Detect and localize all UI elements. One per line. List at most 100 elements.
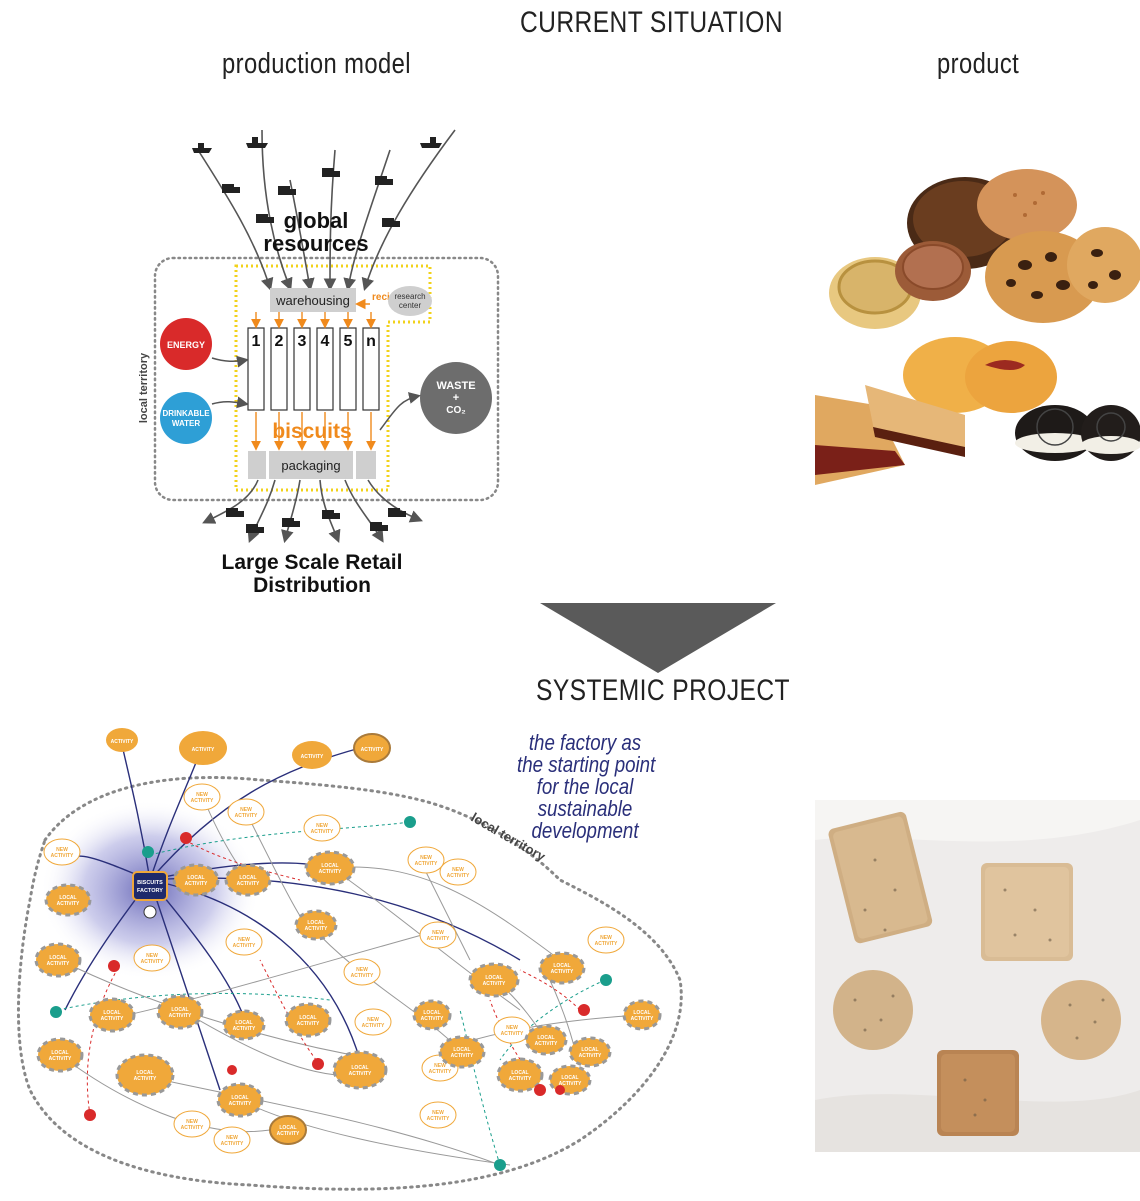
line-2-label: 2 (275, 333, 284, 350)
svg-text:LOCAL: LOCAL (299, 1015, 316, 1021)
network-connections (57, 744, 641, 1166)
drinkable-water-line1: DRINKABLE (162, 409, 210, 418)
svg-text:LOCAL: LOCAL (485, 975, 502, 981)
production-lines: 1 2 3 4 5 n (247, 312, 380, 451)
svg-text:NEW: NEW (420, 855, 432, 861)
svg-text:LOCAL: LOCAL (279, 1125, 296, 1131)
factory-label-line1: BISCUITS (137, 880, 163, 886)
research-center-line2: center (399, 301, 422, 310)
line-3-label: 3 (298, 333, 307, 350)
svg-text:ACTIVITY: ACTIVITY (185, 881, 208, 887)
svg-text:ACTIVITY: ACTIVITY (319, 869, 342, 875)
local-territory-label: local territory (138, 352, 150, 423)
svg-text:ACTIVITY: ACTIVITY (49, 1056, 72, 1062)
activity-node: ACTIVITY (353, 733, 391, 763)
svg-text:NEW: NEW (432, 1110, 444, 1116)
svg-text:NEW: NEW (240, 807, 252, 813)
research-center-node (388, 286, 432, 316)
svg-text:ACTIVITY: ACTIVITY (483, 981, 506, 987)
svg-text:LOCAL: LOCAL (511, 1070, 528, 1076)
resource-markers (50, 816, 612, 1171)
svg-text:ACTIVITY: ACTIVITY (192, 747, 215, 753)
drinkable-water-line2: WATER (172, 419, 201, 428)
svg-text:LOCAL: LOCAL (553, 963, 570, 969)
global-resources-line1: global (284, 208, 349, 233)
svg-text:LOCAL: LOCAL (537, 1035, 554, 1041)
line-1-label: 1 (252, 333, 261, 350)
svg-text:ACTIVITY: ACTIVITY (141, 959, 164, 965)
external-activities: ACTIVITY ACTIVITY ACTIVITY ACTIVITY (106, 728, 391, 769)
energy-label: ENERGY (167, 340, 205, 350)
svg-text:ACTIVITY: ACTIVITY (311, 829, 334, 835)
svg-text:LOCAL: LOCAL (633, 1010, 650, 1016)
outgoing-truck-icons (226, 508, 406, 533)
biscuits-label: biscuits (272, 420, 351, 443)
svg-text:ACTIVITY: ACTIVITY (501, 1031, 524, 1037)
svg-text:ACTIVITY: ACTIVITY (277, 1131, 300, 1137)
distribution-line2: Distribution (253, 574, 371, 597)
transition-arrow-icon (540, 603, 776, 673)
transport-icons (192, 137, 442, 227)
svg-text:NEW: NEW (432, 930, 444, 936)
svg-text:LOCAL: LOCAL (239, 875, 256, 881)
recipe-label: recipe (372, 292, 402, 303)
svg-text:ACTIVITY: ACTIVITY (169, 1013, 192, 1019)
svg-text:NEW: NEW (367, 1017, 379, 1023)
svg-text:NEW: NEW (146, 953, 158, 959)
svg-text:ACTIVITY: ACTIVITY (301, 754, 324, 760)
svg-text:ACTIVITY: ACTIVITY (551, 969, 574, 975)
svg-text:ACTIVITY: ACTIVITY (181, 1125, 204, 1131)
svg-text:LOCAL: LOCAL (235, 1020, 252, 1026)
svg-text:LOCAL: LOCAL (136, 1070, 153, 1076)
svg-text:ACTIVITY: ACTIVITY (415, 861, 438, 867)
svg-text:ACTIVITY: ACTIVITY (421, 1016, 444, 1022)
warehousing-label: warehousing (275, 293, 350, 308)
svg-text:ACTIVITY: ACTIVITY (559, 1081, 582, 1087)
svg-text:ACTIVITY: ACTIVITY (349, 1071, 372, 1077)
energy-node (160, 318, 212, 370)
svg-text:NEW: NEW (186, 1119, 198, 1125)
svg-text:NEW: NEW (600, 935, 612, 941)
warehousing-box (270, 288, 356, 312)
svg-text:LOCAL: LOCAL (51, 1050, 68, 1056)
svg-text:ACTIVITY: ACTIVITY (47, 961, 70, 967)
svg-text:NEW: NEW (506, 1025, 518, 1031)
svg-text:ACTIVITY: ACTIVITY (297, 1021, 320, 1027)
svg-text:LOCAL: LOCAL (171, 1007, 188, 1013)
svg-text:ACTIVITY: ACTIVITY (191, 798, 214, 804)
svg-text:LOCAL: LOCAL (187, 875, 204, 881)
waste-line3: CO₂ (446, 405, 465, 416)
svg-text:ACTIVITY: ACTIVITY (101, 1016, 124, 1022)
svg-text:ACTIVITY: ACTIVITY (631, 1016, 654, 1022)
line-5-label: 5 (344, 333, 353, 350)
svg-text:ACTIVITY: ACTIVITY (57, 901, 80, 907)
svg-text:NEW: NEW (196, 792, 208, 798)
systemic-local-territory-label: local territory (469, 810, 549, 865)
svg-text:LOCAL: LOCAL (321, 863, 338, 869)
systemic-project-heading: SYSTEMIC PROJECT (536, 674, 790, 707)
svg-text:ACTIVITY: ACTIVITY (235, 813, 258, 819)
svg-text:ACTIVITY: ACTIVITY (134, 1076, 157, 1082)
svg-text:NEW: NEW (238, 937, 250, 943)
svg-text:ACTIVITY: ACTIVITY (233, 943, 256, 949)
